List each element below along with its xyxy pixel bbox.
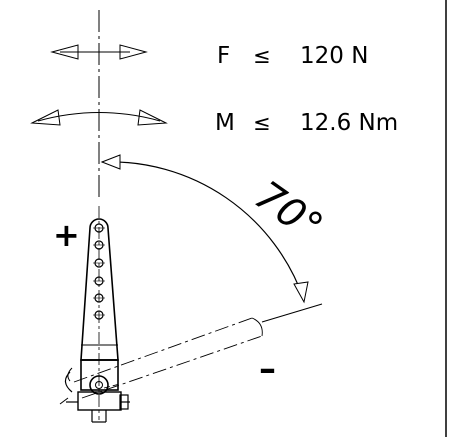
angle-label: 70° [246, 173, 330, 251]
plus-sign: + [53, 216, 80, 254]
arm-hub [59, 359, 130, 423]
angle-dimension [100, 154, 323, 323]
force-value: 120 N [300, 43, 368, 69]
force-operator: ≤ [253, 44, 271, 68]
servo-arm [80, 206, 119, 420]
moment-symbol: M [215, 110, 235, 136]
minus-sign: – [259, 349, 276, 389]
moment-operator: ≤ [253, 111, 271, 135]
moment-value: 12.6 Nm [300, 110, 398, 136]
force-symbol: F [217, 43, 230, 69]
moment-arrow-icon [30, 109, 168, 126]
force-arrow-icon [50, 44, 148, 60]
